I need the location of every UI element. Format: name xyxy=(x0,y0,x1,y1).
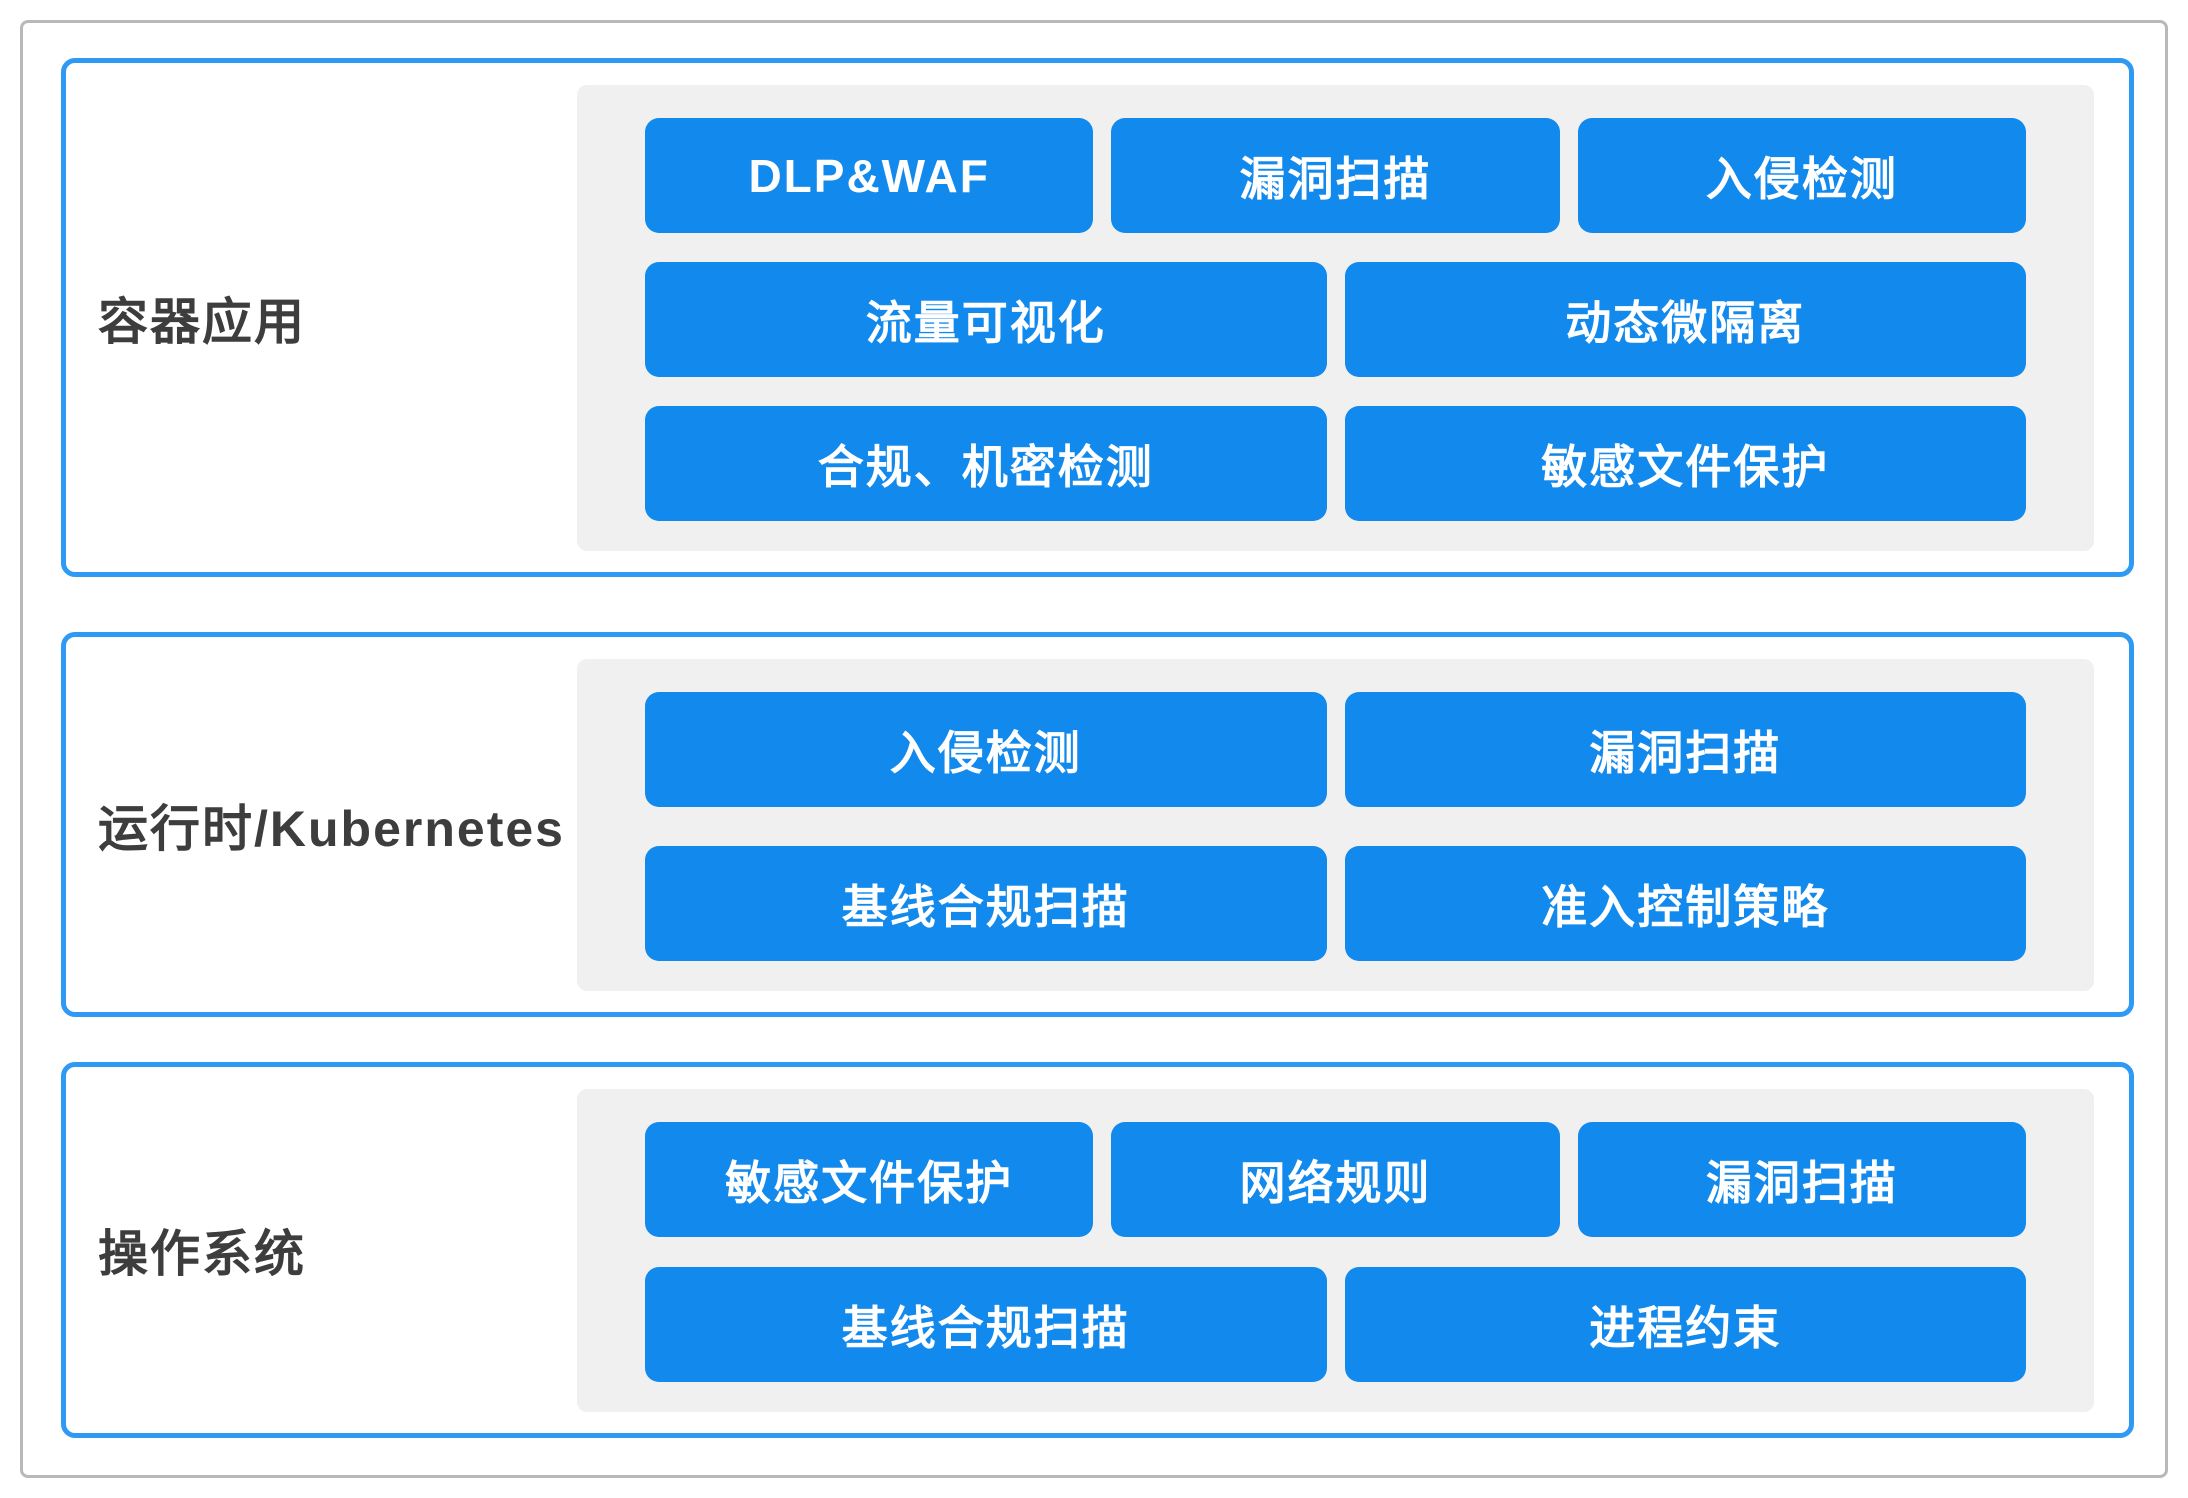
capability-block: 基线合规扫描 xyxy=(645,846,1327,961)
capability-block: 入侵检测 xyxy=(1577,118,2026,233)
capability-block: 进程约束 xyxy=(1344,1267,2026,1382)
layer-section: 操作系统 敏感文件保护网络规则漏洞扫描基线合规扫描进程约束 xyxy=(61,1062,2134,1438)
capability-block: 网络规则 xyxy=(1111,1122,1560,1237)
capability-row: 入侵检测漏洞扫描 xyxy=(645,692,2026,807)
capability-panel: 敏感文件保护网络规则漏洞扫描基线合规扫描进程约束 xyxy=(577,1089,2094,1412)
layer-label: 容器应用 xyxy=(98,293,306,350)
outer-frame xyxy=(20,20,2168,1478)
capability-panel: 入侵检测漏洞扫描基线合规扫描准入控制策略 xyxy=(577,659,2094,991)
capability-block: 漏洞扫描 xyxy=(1344,692,2026,807)
capability-block: 敏感文件保护 xyxy=(1344,406,2026,521)
capability-block: 准入控制策略 xyxy=(1344,846,2026,961)
capability-block: 基线合规扫描 xyxy=(645,1267,1327,1382)
capability-block: 动态微隔离 xyxy=(1344,262,2026,377)
capability-row: 敏感文件保护网络规则漏洞扫描 xyxy=(645,1122,2026,1237)
capability-block: 入侵检测 xyxy=(645,692,1327,807)
capability-row: 流量可视化动态微隔离 xyxy=(645,262,2026,377)
capability-block: 敏感文件保护 xyxy=(645,1122,1094,1237)
capability-block: 流量可视化 xyxy=(645,262,1327,377)
layer-label: 操作系统 xyxy=(98,1226,306,1282)
capability-block: 合规、机密检测 xyxy=(645,406,1327,521)
capability-row: 基线合规扫描进程约束 xyxy=(645,1267,2026,1382)
capability-block: DLP&WAF xyxy=(645,118,1094,233)
capability-row: 合规、机密检测敏感文件保护 xyxy=(645,406,2026,521)
capability-row: 基线合规扫描准入控制策略 xyxy=(645,846,2026,961)
capability-block: 漏洞扫描 xyxy=(1577,1122,2026,1237)
capability-block: 漏洞扫描 xyxy=(1111,118,1560,233)
layer-section: 运行时/Kubernetes 入侵检测漏洞扫描基线合规扫描准入控制策略 xyxy=(61,632,2134,1017)
layer-label: 运行时/Kubernetes xyxy=(98,800,565,857)
